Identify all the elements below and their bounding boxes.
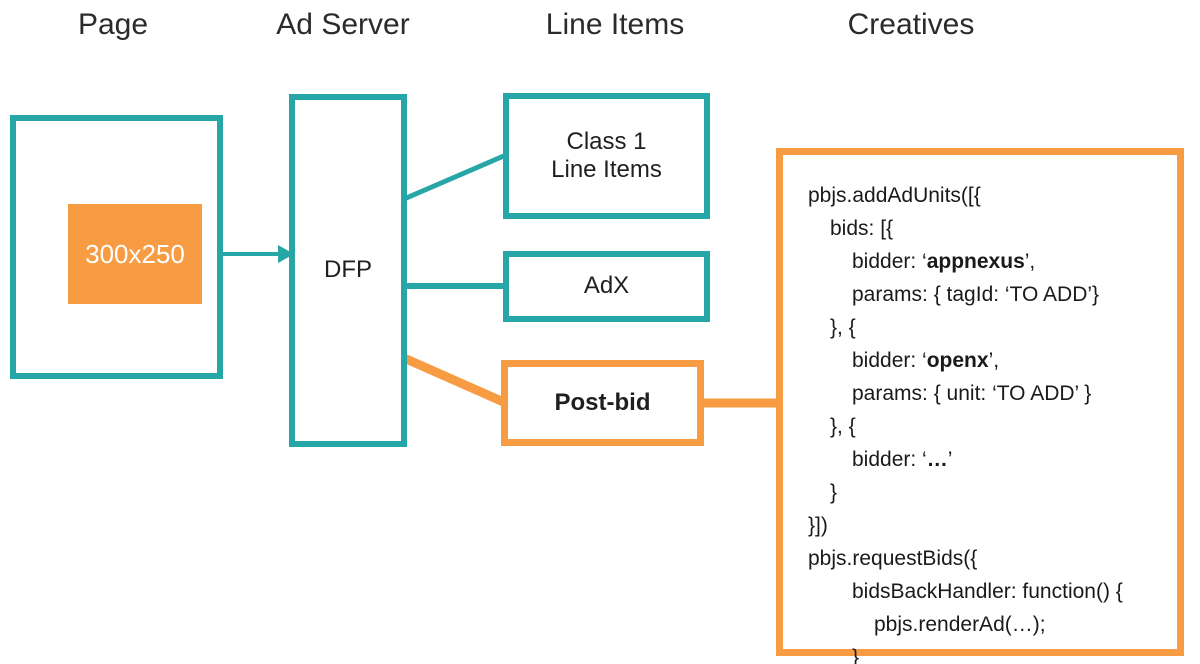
ad-server-label: DFP	[324, 256, 372, 284]
code-token: params: { tagId: ‘TO ADD’}	[852, 283, 1100, 306]
code-line: bidsBackHandler: function() {	[808, 575, 1169, 608]
creative-code-panel[interactable]: pbjs.addAdUnits([{bids: [{bidder: ‘appne…	[776, 148, 1184, 664]
code-token: bidder: ‘	[852, 349, 927, 372]
code-line: params: { tagId: ‘TO ADD’}	[808, 278, 1169, 311]
column-header-page: Page	[77, 8, 149, 41]
code-token-bold: …	[926, 448, 948, 471]
code-token: }, {	[830, 415, 856, 438]
code-token: pbjs.requestBids({	[808, 547, 978, 570]
connector-dfp-to-postbid	[402, 353, 510, 409]
code-line: }	[808, 641, 1169, 664]
connector-dfp-to-class1	[403, 152, 507, 202]
code-token: }, {	[830, 316, 856, 339]
code-line: params: { unit: ‘TO ADD’ }	[808, 377, 1169, 410]
creative-slot-label: 300x250	[85, 238, 185, 269]
column-header-ad-server: Ad Server	[276, 8, 410, 41]
ad-server-box-dfp[interactable]: DFP	[289, 94, 407, 447]
code-line: }, {	[808, 410, 1169, 443]
code-token: ’	[947, 448, 953, 471]
code-token: }])	[808, 514, 828, 537]
line-item-class1-label: Class 1 Line Items	[551, 128, 662, 185]
code-token: params: { unit: ‘TO ADD’ }	[852, 382, 1092, 405]
code-token: bids: [{	[830, 217, 894, 240]
code-token: ’,	[988, 349, 1000, 372]
line-item-box-adx[interactable]: AdX	[503, 251, 710, 322]
code-token-bold: appnexus	[926, 250, 1025, 273]
code-line: bids: [{	[808, 212, 1169, 245]
code-line: }])	[808, 509, 1169, 542]
code-line: bidder: ‘appnexus’,	[808, 245, 1169, 278]
line-item-postbid-label: Post-bid	[554, 388, 651, 416]
code-line: pbjs.renderAd(…);	[808, 608, 1169, 641]
code-token: pbjs.renderAd(…);	[874, 613, 1046, 636]
code-block: pbjs.addAdUnits([{bids: [{bidder: ‘appne…	[808, 179, 1169, 664]
code-line: }, {	[808, 311, 1169, 344]
line-item-class1-line2: Line Items	[551, 156, 662, 183]
code-token: bidder: ‘	[852, 250, 927, 273]
code-token-bold: openx	[926, 349, 989, 372]
column-header-line-items: Line Items	[545, 8, 685, 41]
code-token: }	[830, 481, 838, 504]
line-item-box-class1[interactable]: Class 1 Line Items	[503, 93, 710, 219]
code-token: ’,	[1024, 250, 1036, 273]
line-item-class1-line1: Class 1	[566, 127, 647, 155]
line-item-box-postbid[interactable]: Post-bid	[501, 360, 704, 446]
code-token: bidsBackHandler: function() {	[852, 580, 1123, 603]
creative-slot-300x250[interactable]: 300x250	[68, 204, 202, 304]
code-line: pbjs.addAdUnits([{	[808, 179, 1169, 212]
code-line: bidder: ‘openx’,	[808, 344, 1169, 377]
line-item-adx-label: AdX	[583, 272, 630, 300]
code-line: bidder: ‘…’	[808, 443, 1169, 476]
code-token: }	[852, 646, 860, 664]
code-token: bidder: ‘	[852, 448, 927, 471]
code-line: pbjs.requestBids({	[808, 542, 1169, 575]
code-token: pbjs.addAdUnits([{	[808, 184, 981, 207]
column-header-creatives: Creatives	[847, 8, 975, 41]
code-line: }	[808, 476, 1169, 509]
